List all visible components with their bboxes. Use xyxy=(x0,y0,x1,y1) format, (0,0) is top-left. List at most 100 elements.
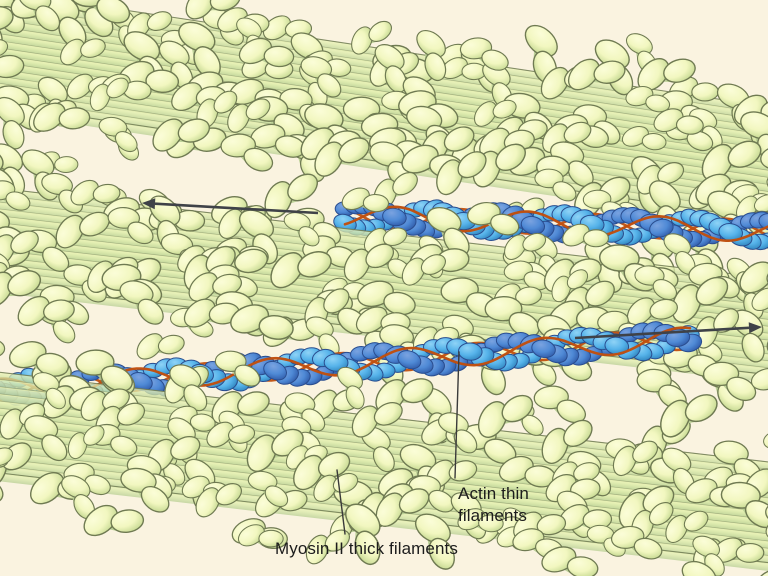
myosin-head xyxy=(209,0,241,12)
myosin-head-pair xyxy=(751,287,768,312)
myosin-bundle-top-heads xyxy=(0,0,768,285)
myosin-head xyxy=(146,11,173,31)
myosin-head-pair xyxy=(750,367,768,396)
actin-strand-dark xyxy=(531,339,556,359)
actin-strand-dark xyxy=(758,212,768,231)
myosin-head xyxy=(245,98,271,121)
myosin-head xyxy=(593,60,626,84)
myosin-head-pair xyxy=(474,99,517,127)
myosin-head xyxy=(481,49,509,71)
myosin-head-pair xyxy=(80,388,130,422)
myosin-head xyxy=(5,191,31,211)
myosin-head xyxy=(284,392,316,414)
myosin-head xyxy=(317,451,351,478)
myosin-head xyxy=(0,477,4,504)
myosin-head xyxy=(566,269,589,290)
myosin-head xyxy=(401,257,426,286)
myosin-head xyxy=(237,391,270,416)
actin-strand-dark xyxy=(397,350,422,370)
myosin-head-pair xyxy=(653,108,704,135)
myosin-head xyxy=(648,502,674,526)
myosin-head xyxy=(755,568,768,576)
myosin-head xyxy=(744,500,768,529)
actin-strand-light xyxy=(458,342,483,361)
myosin-head xyxy=(70,179,99,206)
myosin-head xyxy=(337,366,363,390)
myosin-head-pair xyxy=(357,280,416,316)
myosin-head-pair xyxy=(146,435,201,472)
myosin-head xyxy=(663,58,696,83)
myosin-head xyxy=(563,121,592,144)
myosin-head xyxy=(123,31,161,62)
myosin-head xyxy=(428,537,455,570)
myosin-head xyxy=(18,0,52,11)
myosin-head xyxy=(305,534,330,565)
myosin-head-pair xyxy=(467,201,520,236)
myosin-head-pair xyxy=(0,230,39,267)
myosin-head-pair xyxy=(351,401,403,438)
myosin-head-pair xyxy=(0,5,14,31)
myosin-head-pair xyxy=(185,0,241,20)
myosin-head xyxy=(562,223,590,247)
myosin-head-pair xyxy=(625,85,671,113)
arrow-right-head xyxy=(748,322,762,334)
myosin-head xyxy=(740,111,768,140)
myosin-head xyxy=(258,529,284,548)
myosin-head-pair xyxy=(661,447,695,495)
myosin-leader-line xyxy=(336,469,346,535)
myosin-head-pair xyxy=(119,280,164,325)
myosin-head xyxy=(300,56,333,79)
myosin-head xyxy=(61,475,91,499)
myosin-head-pair xyxy=(739,261,768,294)
myosin-head-pair xyxy=(178,21,221,79)
myosin-head-pair xyxy=(498,455,557,488)
myosin-head xyxy=(305,316,334,338)
myosin-head xyxy=(436,159,464,196)
myosin-head-pair xyxy=(264,173,318,219)
myosin-head-pair xyxy=(206,421,256,448)
myosin-head xyxy=(227,103,251,133)
myosin-head xyxy=(102,388,130,411)
myosin-head xyxy=(83,504,118,537)
myosin-head xyxy=(392,172,418,196)
myosin-head-pair xyxy=(237,524,284,548)
myosin-head-pair xyxy=(457,508,504,533)
myosin-head xyxy=(684,394,718,423)
myosin-head-pair xyxy=(634,265,678,301)
myosin-head xyxy=(457,151,487,179)
myosin-head xyxy=(341,187,370,211)
myosin-head xyxy=(171,82,203,112)
myosin-head-pair xyxy=(351,20,392,55)
myosin-head xyxy=(323,288,350,314)
myosin-head xyxy=(566,556,599,576)
myosin-head xyxy=(398,488,430,514)
myosin-bundle-bottom-heads xyxy=(0,338,768,576)
myosin-head xyxy=(382,227,408,247)
myosin-head-pair xyxy=(459,37,509,71)
myosin-head-pair xyxy=(484,295,540,338)
myosin-head xyxy=(727,140,762,168)
myosin-head xyxy=(372,446,395,473)
myosin-head xyxy=(270,252,304,289)
myosin-head xyxy=(541,427,569,464)
myosin-head xyxy=(228,424,256,444)
myosin-head xyxy=(92,183,121,204)
myosin-head xyxy=(420,254,446,275)
myosin-head-pair xyxy=(720,481,768,529)
myosin-head xyxy=(443,126,475,152)
myosin-head xyxy=(765,501,768,527)
myosin-head xyxy=(478,514,504,533)
myosin-head-pair xyxy=(305,529,351,565)
myosin-head-pair xyxy=(375,488,430,527)
myosin-head xyxy=(657,162,685,184)
myosin-head-pair xyxy=(374,44,407,93)
myosin-head-pair xyxy=(0,54,25,79)
myosin-head xyxy=(58,107,91,130)
myosin-head-pair xyxy=(701,140,762,182)
myosin-head-pair xyxy=(610,525,663,560)
myosin-head xyxy=(751,287,768,312)
myosin-head-pair xyxy=(24,415,68,462)
myosin-head xyxy=(612,445,637,477)
myosin-head xyxy=(0,54,25,79)
